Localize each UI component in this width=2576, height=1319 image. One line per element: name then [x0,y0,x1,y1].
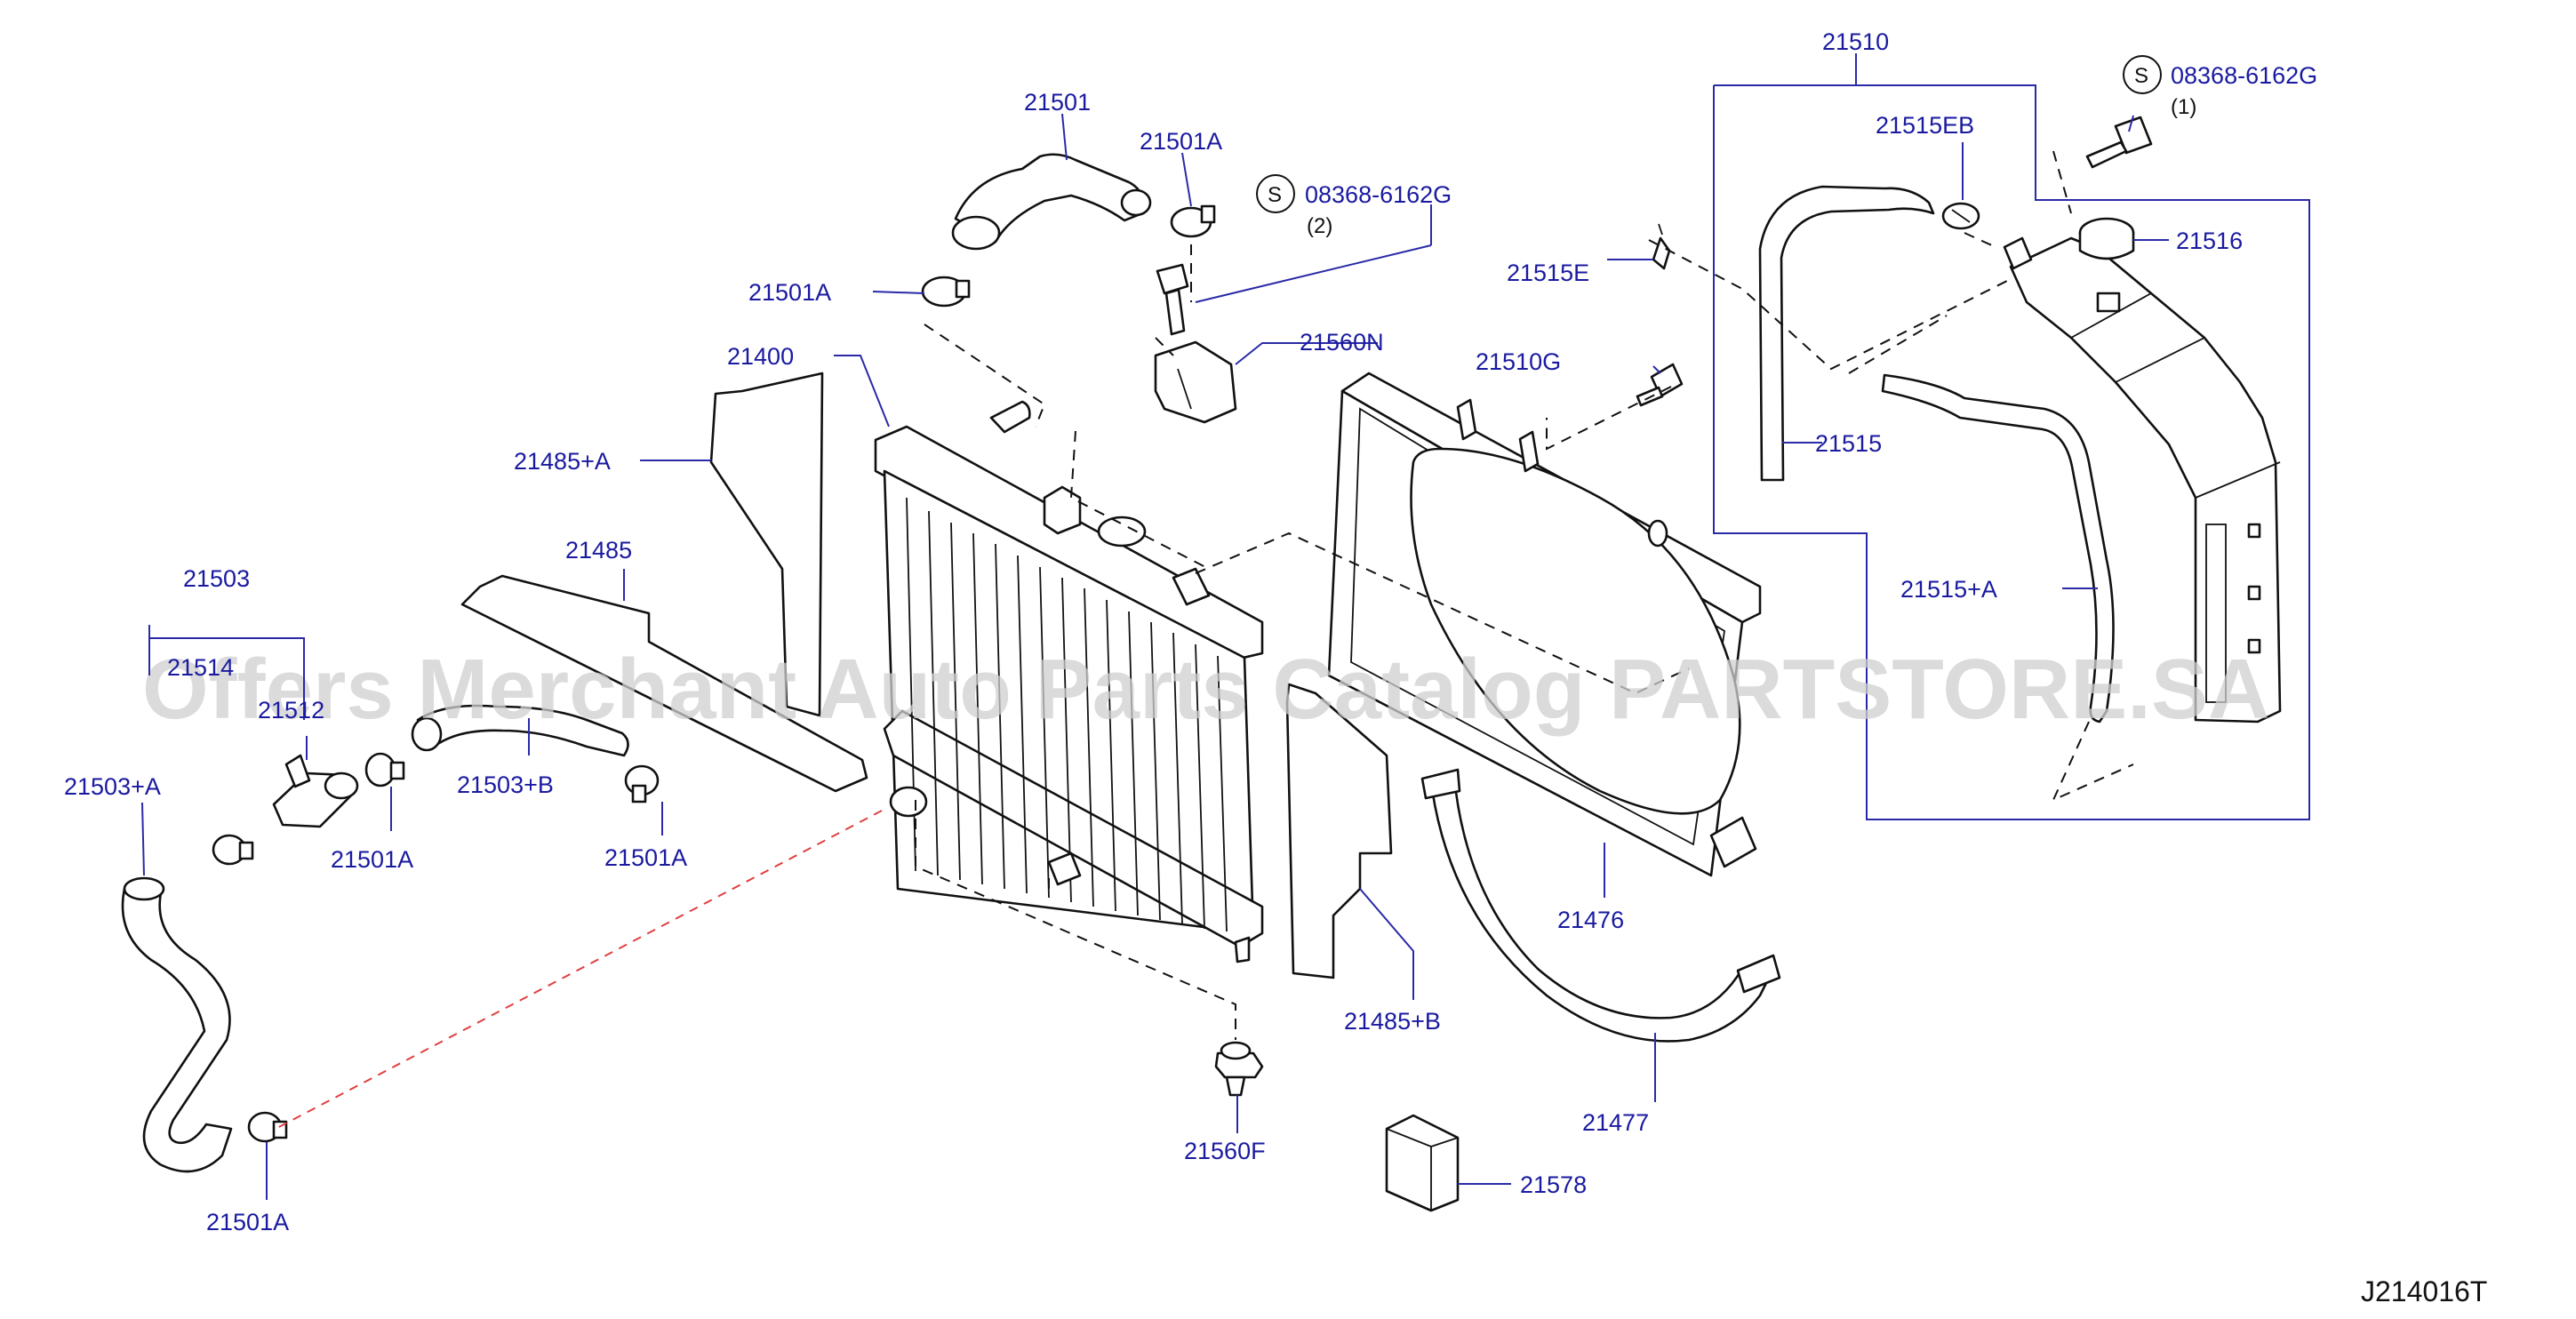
radiator[interactable] [874,400,1264,963]
clamp-21501a-left[interactable] [921,276,971,308]
label-21485-a[interactable]: 21485+A [514,448,611,475]
label-21501a-bottom[interactable]: 21501A [206,1209,289,1235]
reservoir-tank[interactable] [2003,236,2282,723]
svg-text:S: S [1268,183,1282,207]
label-21515e[interactable]: 21515E [1507,260,1589,286]
overflow-hose-21515-a[interactable] [1881,373,2115,723]
part-labels: 21510 08368-6162G (1) 21515EB 21516 2151… [64,28,2317,1235]
clamp-21501a-b2[interactable] [364,752,405,787]
hose-21503-b[interactable] [411,704,629,757]
label-21503-b[interactable]: 21503+B [457,771,554,798]
label-21503[interactable]: 21503 [183,565,250,592]
label-21515eb[interactable]: 21515EB [1876,112,1974,139]
upper-hose-21501[interactable] [951,153,1152,251]
label-21516[interactable]: 21516 [2176,228,2243,254]
clamp-21501a-b3[interactable] [624,764,660,803]
label-08368-top[interactable]: 08368-6162G [2171,62,2317,89]
leader-lines [141,113,2169,1200]
label-21510[interactable]: 21510 [1822,28,1889,55]
label-21477[interactable]: 21477 [1582,1109,1649,1136]
label-21578[interactable]: 21578 [1520,1171,1587,1198]
bolt-08368-top[interactable] [2085,116,2153,169]
diagram-code: J214016T [2361,1275,2487,1307]
drain-cock-21560f[interactable] [1214,1041,1264,1097]
label-qty-1: (1) [2171,95,2196,119]
clip-21515e[interactable] [1652,223,1671,270]
label-21485[interactable]: 21485 [565,537,632,564]
label-21501a-left[interactable]: 21501A [748,279,831,306]
label-08368-mid[interactable]: 08368-6162G [1305,181,1452,208]
label-21501a-top[interactable]: 21501A [1140,128,1222,155]
assembly-lines [275,150,2134,1130]
label-21515[interactable]: 21515 [1815,430,1882,457]
hose-clamp-21515eb[interactable] [1941,202,1980,230]
watermark: Offers Merchant Auto Parts Catalog PARTS… [142,642,2269,737]
reservoir-cap[interactable] [2078,217,2135,260]
bolt-21510g[interactable] [1636,363,1684,407]
overflow-hose-21515[interactable] [1758,185,1935,482]
label-21501a-b2[interactable]: 21501A [604,844,687,871]
hose-connector-21512[interactable] [272,754,359,828]
label-21476[interactable]: 21476 [1557,907,1624,933]
label-21560f[interactable]: 21560F [1184,1138,1266,1164]
label-21400[interactable]: 21400 [727,343,794,370]
clamp-21501a-bottom[interactable] [247,1111,288,1143]
label-21485-b[interactable]: 21485+B [1344,1008,1441,1035]
air-guide-21485-a[interactable] [709,372,824,717]
label-21503-a[interactable]: 21503+A [64,773,161,800]
label-21515-a[interactable]: 21515+A [1900,576,1997,603]
label-21512[interactable]: 21512 [258,697,324,723]
label-21560n[interactable]: 21560N [1300,329,1384,356]
bracket-21560n[interactable] [1154,340,1237,424]
clamp-21501a-b1[interactable] [212,834,254,866]
bolt-08368-mid[interactable] [1156,263,1189,336]
label-qty-2: (2) [1307,214,1332,238]
label-21514[interactable]: 21514 [167,654,234,681]
label-21501a-b1[interactable]: 21501A [331,846,413,873]
radiator-core-fins [906,497,1228,932]
svg-text:S: S [2134,64,2148,88]
clamp-21501a-top[interactable] [1170,204,1216,238]
label-21501[interactable]: 21501 [1024,89,1091,116]
block-21578[interactable] [1385,1114,1460,1212]
reservoir-group-frame [1713,53,2310,820]
s-mark-top: S [2123,55,2162,94]
lower-shroud[interactable] [1420,768,1781,1043]
s-mark-mid: S [1256,174,1295,213]
air-guide-21485[interactable] [460,574,868,793]
label-21510g[interactable]: 21510G [1476,348,1561,375]
fan-shroud[interactable] [1327,372,1762,877]
hose-21503-a[interactable] [121,876,233,1173]
